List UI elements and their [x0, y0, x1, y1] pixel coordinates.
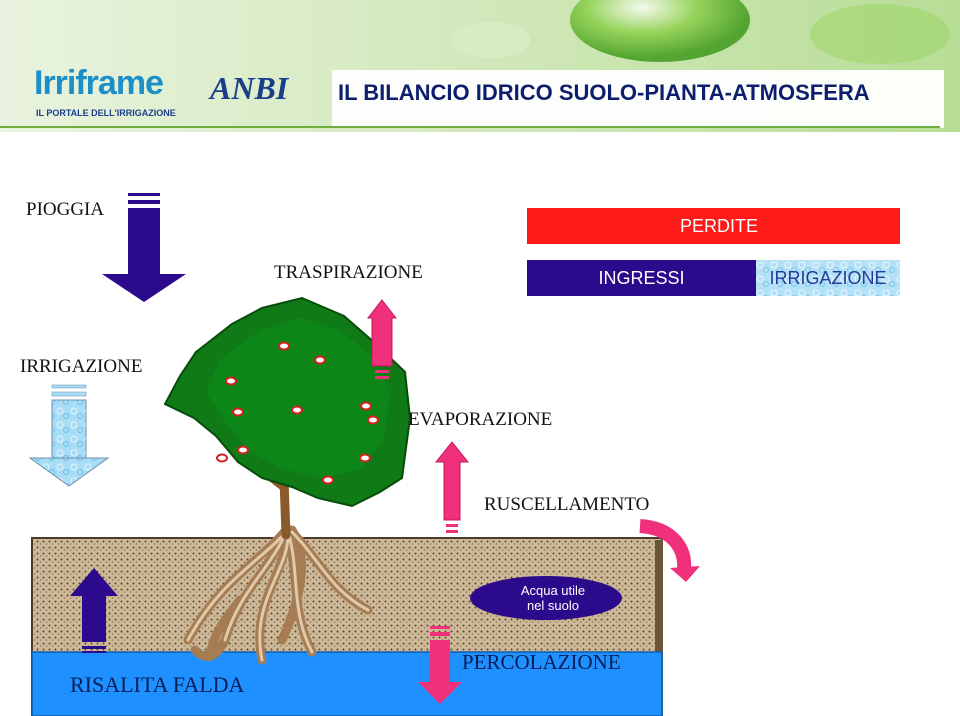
anbi-logo: ANBI	[210, 70, 289, 106]
percolation-label: PERCOLAZIONE	[462, 650, 621, 674]
percolation-arrow	[418, 626, 462, 704]
tree-fruits	[216, 341, 379, 485]
runoff-label: RUSCELLAMENTO	[484, 494, 650, 515]
water-texture	[756, 260, 900, 296]
useful-water-label: Acqua utile nel suolo	[480, 578, 626, 618]
rain-arrow	[102, 193, 186, 302]
legend-irrigation-label: IRRIGAZIONE	[769, 267, 887, 288]
irriframe-logo-subtitle: IL PORTALE DELL'IRRIGAZIONE	[36, 108, 176, 118]
useful-water-line2: nel suolo	[526, 598, 580, 613]
runoff-arrow	[639, 519, 700, 582]
legend-irrigation: IRRIGAZIONE	[756, 260, 900, 296]
transpiration-arrow	[366, 299, 398, 379]
rain-label: PIOGGIA	[26, 199, 105, 220]
legend-losses-label: PERDITE	[679, 215, 758, 236]
groundwater-rise-arrow	[70, 568, 118, 653]
useful-water-line1: Acqua utile	[520, 583, 586, 598]
irrigation-arrow	[28, 384, 110, 487]
water-table	[31, 651, 663, 716]
irriframe-logo: Irriframe	[34, 64, 164, 102]
header-background	[0, 0, 960, 132]
evaporation-label: EVAPORAZIONE	[408, 409, 553, 430]
legend-inputs: INGRESSI	[527, 260, 756, 296]
useful-water-oval	[470, 576, 622, 620]
legend-inputs-label: INGRESSI	[598, 267, 685, 288]
groundwater-rise-label: RISALITA FALDA	[70, 672, 245, 697]
header-banner: Irriframe IL PORTALE DELL'IRRIGAZIONE AN…	[0, 0, 960, 132]
legend-losses: PERDITE	[527, 208, 900, 244]
irrigation-label: IRRIGAZIONE	[20, 356, 143, 377]
transpiration-label: TRASPIRAZIONE	[274, 262, 423, 283]
evaporation-arrow	[434, 441, 470, 533]
page-title: IL BILANCIO IDRICO SUOLO-PIANTA-ATMOSFER…	[338, 80, 870, 105]
